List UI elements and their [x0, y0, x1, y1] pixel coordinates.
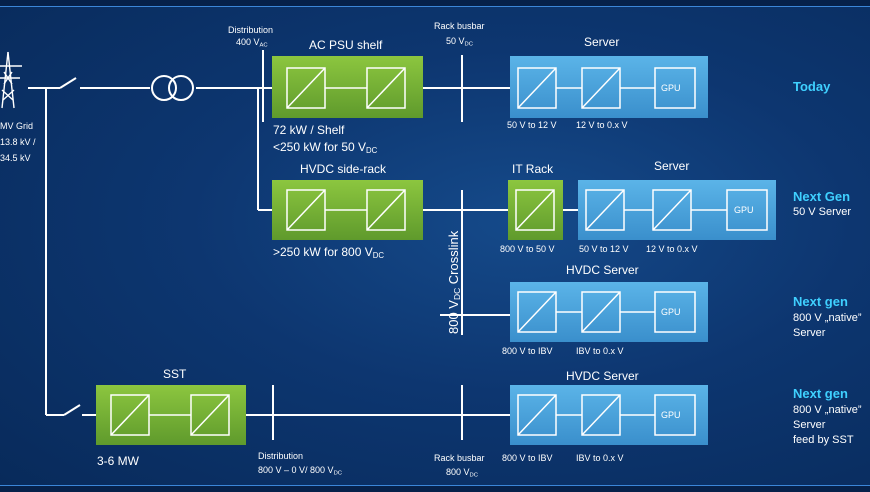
row-sub-50v-server: 50 V Server	[793, 206, 852, 218]
conv-label-row1-a: 50 V to 12 V	[507, 120, 557, 130]
rack-busbar-value-row4: 800 VDC	[446, 467, 478, 479]
rack-busbar-value: 50 VDC	[446, 36, 473, 48]
psu-note-2: <250 kW for 50 VDC	[273, 140, 378, 155]
row-title-next-gen-50v: Next Gen	[793, 189, 851, 204]
row-title-next-gen-sst: Next gen	[793, 386, 848, 401]
conv-label-row3-a: 800 V to IBV	[502, 346, 553, 356]
row-sub-sst-3: feed by SST	[793, 434, 854, 446]
conv-label-row3-b: IBV to 0.x V	[576, 346, 624, 356]
busbars	[262, 50, 463, 440]
hvdc-side-rack-title: HVDC side-rack	[300, 162, 387, 176]
psu-note-1: 72 kW / Shelf	[273, 123, 345, 137]
rack-busbar-label: Rack busbar	[434, 21, 485, 31]
gpu-chip: GPU	[734, 205, 754, 215]
rack-busbar-label-row4: Rack busbar	[434, 453, 485, 463]
row-sub-native-2: Server	[793, 327, 826, 339]
hvdc-server-title-row3: HVDC Server	[566, 263, 639, 277]
transformer-icon	[151, 75, 194, 101]
sst-note: 3-6 MW	[97, 454, 139, 468]
grid-label-1: MV Grid	[0, 121, 34, 131]
conv-label-row4-a: 800 V to IBV	[502, 453, 553, 463]
hvdc-server-title-row4: HVDC Server	[566, 369, 639, 383]
row-title-today: Today	[793, 79, 831, 94]
it-rack-title: IT Rack	[512, 162, 554, 176]
grid-label-2: 13.8 kV /	[0, 137, 36, 147]
sst-title: SST	[163, 367, 187, 381]
distribution-value: 400 VAC	[236, 37, 268, 49]
row-title-next-gen-native: Next gen	[793, 294, 848, 309]
row-sub-native-1: 800 V „native”	[793, 312, 862, 324]
gpu-chip: GPU	[661, 410, 681, 420]
conv-label-row1-b: 12 V to 0.x V	[576, 120, 628, 130]
transmission-tower-icon	[0, 51, 22, 109]
server-title-row1: Server	[584, 35, 620, 49]
ac-psu-shelf-title: AC PSU shelf	[309, 38, 383, 52]
distribution-label-row4: Distribution	[258, 451, 304, 461]
distribution-value-row4: 800 V – 0 V/ 800 VDC	[258, 465, 343, 477]
it-rack-conv-label: 800 V to 50 V	[500, 244, 555, 254]
converter-icons	[110, 67, 768, 436]
conv-label-row2-a: 50 V to 12 V	[579, 244, 629, 254]
grid-label-3: 34.5 kV	[0, 153, 31, 163]
conv-label-row2-b: 12 V to 0.x V	[646, 244, 698, 254]
distribution-label: Distribution	[228, 25, 274, 35]
server-title-row2: Server	[654, 159, 690, 173]
row-sub-sst-2: Server	[793, 419, 826, 431]
connection-lines	[28, 77, 578, 416]
row-sub-sst-1: 800 V „native”	[793, 404, 862, 416]
gpu-chip: GPU	[661, 307, 681, 317]
hvdc-note: >250 kW for 800 VDC	[273, 245, 384, 260]
crosslink-label: 800 VDC Crosslink	[446, 230, 463, 334]
conv-label-row4-b: IBV to 0.x V	[576, 453, 624, 463]
gpu-chip: GPU	[661, 83, 681, 93]
